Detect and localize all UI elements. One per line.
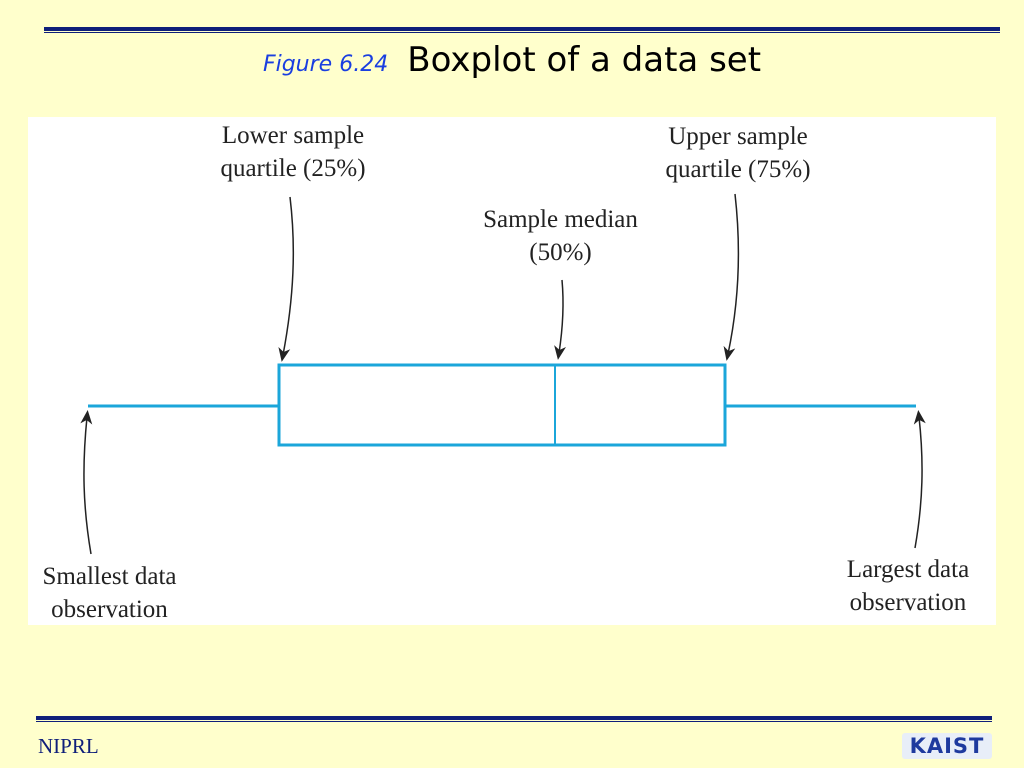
figure-title: Boxplot of a data set — [407, 40, 762, 80]
boxplot-svg — [80, 193, 926, 555]
largest-label: Largest data observation — [846, 556, 970, 616]
median-label: Sample median (50%) — [483, 206, 638, 266]
top-rule — [44, 27, 1000, 33]
largest-arrow — [913, 410, 926, 549]
upper-quartile-arrow — [723, 193, 740, 361]
bottom-rule — [36, 716, 992, 722]
upper-quartile-label: Upper sample quartile (75%) — [665, 123, 811, 183]
smallest-label: Smallest data observation — [42, 563, 177, 623]
footer-org-name: NIPRL — [38, 734, 99, 758]
interquartile-box — [277, 363, 727, 447]
median-arrow — [554, 279, 566, 360]
lower-quartile-arrow — [278, 196, 295, 362]
kaist-logo: KAIST — [902, 733, 992, 759]
lower-quartile-label: Lower sample quartile (25%) — [220, 122, 366, 182]
smallest-arrow — [80, 410, 93, 555]
logo-text: KAIST — [909, 734, 985, 758]
slide-title: Figure 6.24 Boxplot of a data set — [0, 40, 1024, 80]
boxplot-diagram: Lower sample quartile (25%) Sample media… — [28, 117, 996, 625]
figure-label: Figure 6.24 — [262, 52, 389, 77]
